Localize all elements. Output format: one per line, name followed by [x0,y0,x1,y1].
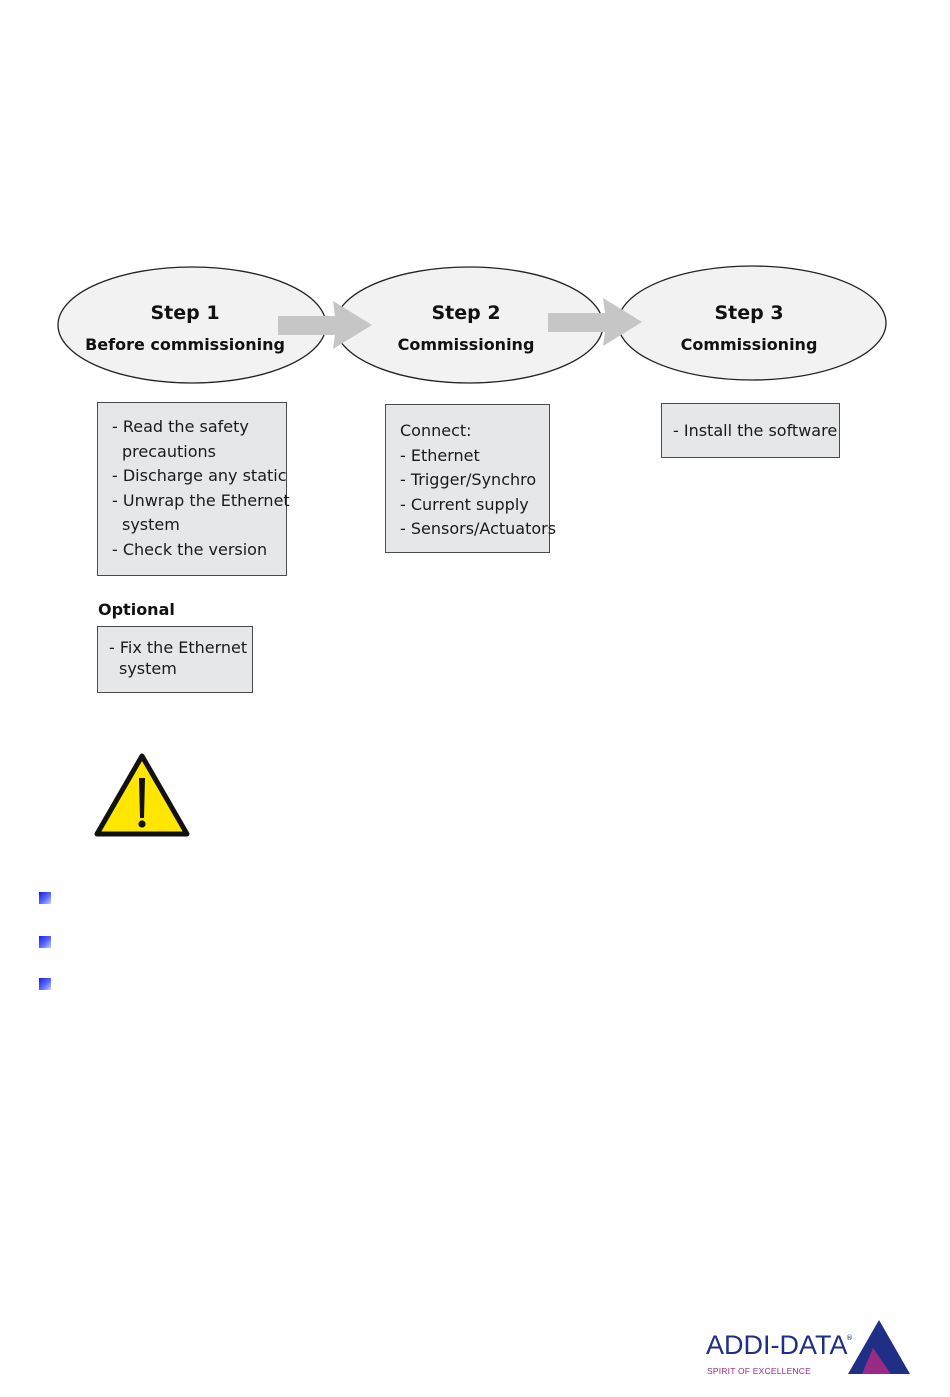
logo-wordmark: ADDI-DATA [706,1330,848,1360]
step-2-title: Step 2 [431,302,501,324]
logo-tagline: SPIRIT OF EXCELLENCE [707,1366,811,1376]
step-1-subtitle: Before commissioning [85,335,285,354]
task-line: - Install the software [673,421,838,440]
task-line: - Discharge any static [112,466,287,485]
task-line: - Ethernet [400,445,480,465]
step-2-task-box: Connect: - Ethernet - Trigger/Synchro - … [385,404,557,553]
step-1-title: Step 1 [150,302,220,324]
task-line: - Sensors/Actuators [400,519,557,538]
task-line: Connect: [400,421,472,440]
task-line: - Check the version [112,539,268,559]
warning-triangle-icon [94,753,190,837]
task-line: - Unwrap the Ethernet [112,490,290,510]
task-line: system [119,659,177,678]
step-3-title: Step 3 [714,302,784,324]
task-line: - Read the safety [112,417,249,436]
step-1-task-box: - Read the safety precautions - Discharg… [97,402,290,576]
task-line: - Current supply [400,494,529,514]
optional-label: Optional [98,600,175,619]
task-line: - Fix the Ethernet [109,638,248,657]
task-line: - Trigger/Synchro [400,470,537,489]
arrow-right-icon [548,298,642,346]
square-bullet-icon [39,978,51,990]
arrow-right-icon [278,301,372,349]
step-2-subtitle: Commissioning [397,335,535,354]
square-bullet-icon [39,936,51,948]
logo-registered-mark: ® [846,1334,853,1342]
addi-data-logo-mark [848,1320,910,1374]
step-3-subtitle: Commissioning [680,335,818,354]
task-line: precautions [122,441,216,461]
step-3-task-box: - Install the software [661,403,840,458]
square-bullet-icon [39,892,51,904]
optional-task-box: - Fix the Ethernet system [97,626,253,693]
task-line: system [122,515,180,534]
